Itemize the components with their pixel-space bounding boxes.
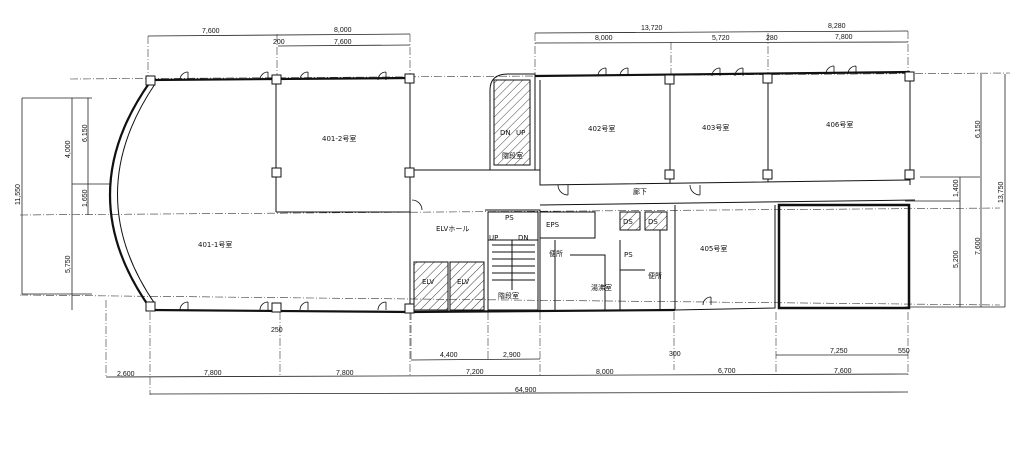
stair-label: 階段室 — [498, 291, 519, 300]
dim-top: 7,600 — [334, 39, 352, 46]
dim-bottom: 7,800 — [204, 370, 222, 377]
dim-bottom: 7,200 — [466, 369, 484, 376]
dim-bottom: 8,000 — [596, 369, 614, 376]
room-401-2: 401-2号室 — [322, 134, 356, 143]
dim-right: 1,400 — [953, 179, 960, 197]
doors — [179, 65, 857, 311]
walls — [109, 70, 916, 314]
stair-dn-label: DN — [500, 129, 511, 137]
dim-total: 64,900 — [515, 387, 537, 394]
dim-bottom-inner: 550 — [898, 348, 910, 355]
room-406: 406号室 — [826, 120, 853, 129]
room-labels: 401-1号室 401-2号室 402号室 403号室 406号室 405号室 … — [198, 120, 853, 300]
dim-top: 5,720 — [712, 35, 730, 42]
dim-bottom: 7,600 — [834, 368, 852, 375]
stair-label: 階段室 — [502, 151, 523, 160]
dim-bottom-inner: 7,250 — [830, 348, 848, 355]
dim-bottom-inner: 2,900 — [503, 352, 521, 359]
toilet-label: 便所 — [549, 249, 563, 258]
dim-top: 13,720 — [641, 25, 663, 32]
dim-left: 11,550 — [15, 184, 22, 205]
dim-right: 6,150 — [975, 120, 982, 138]
stair-up-label: UP — [489, 234, 498, 242]
kitchenette-label: 湯沸室 — [591, 283, 612, 292]
dim-bottom-inner: 4,400 — [440, 352, 458, 359]
dim-right: 5,200 — [953, 250, 960, 268]
dim-top: 7,600 — [202, 28, 220, 35]
ds-label: DS — [648, 218, 658, 226]
dim-top: 7,800 — [835, 34, 853, 41]
dim-right: 7,600 — [975, 237, 982, 255]
stair-up-label: UP — [516, 129, 525, 137]
room-401-1: 401-1号室 — [198, 240, 232, 249]
corridor-label: 廊下 — [633, 187, 647, 196]
columns — [145, 71, 915, 314]
ds-label: DS — [623, 218, 633, 226]
ps-label: PS — [624, 251, 633, 259]
room-402: 402号室 — [588, 124, 615, 133]
dim-top: 8,000 — [595, 35, 613, 42]
dim-bottom: 7,800 — [336, 370, 354, 377]
dim-top: 200 — [273, 39, 285, 46]
dim-bottom: 2,600 — [117, 371, 135, 378]
dim-left: 6,150 — [82, 124, 89, 142]
elv-hall-label: ELVホール — [436, 225, 469, 233]
dim-left: 1,650 — [82, 189, 89, 207]
dimension-lines — [19, 30, 1011, 395]
room-403: 403号室 — [702, 123, 729, 132]
dim-left: 5,750 — [65, 255, 72, 273]
elv-label: ELV — [457, 278, 470, 286]
dim-left: 4,000 — [65, 140, 72, 158]
dim-bottom-inner: 250 — [271, 327, 283, 334]
dim-top: 280 — [766, 35, 778, 42]
room-405: 405号室 — [700, 244, 727, 253]
dim-right: 13,750 — [998, 181, 1005, 203]
stair-hatch — [493, 79, 531, 166]
dim-top: 8,000 — [334, 27, 352, 34]
elv-label: ELV — [422, 278, 435, 286]
dim-bottom-inner: 300 — [669, 351, 681, 358]
dim-top: 8,280 — [828, 23, 846, 30]
toilet-label: 便所 — [648, 271, 662, 280]
dim-bottom: 6,700 — [718, 368, 736, 375]
eps-label: EPS — [546, 221, 560, 229]
stair-dn-label: DN — [518, 234, 529, 242]
dimension-labels: 7,600 8,000 200 7,600 13,720 8,000 5,720… — [15, 23, 1005, 394]
ps-label: PS — [505, 214, 514, 222]
